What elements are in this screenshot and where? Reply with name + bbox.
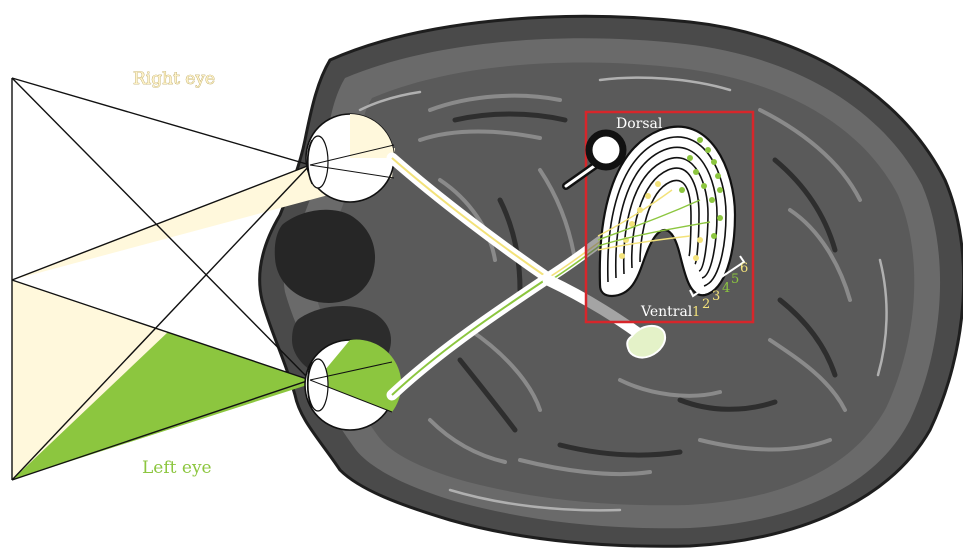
right-eye [306,114,394,202]
layer-number-1: 1 [692,305,700,320]
layer-number-2: 2 [702,297,710,312]
dorsal-label: Dorsal [616,116,663,132]
ventral-label: Ventral [640,304,693,320]
layer-number-3: 3 [712,289,720,304]
right-eye-label: Right eye [133,69,215,89]
layer-number-6: 6 [740,261,748,276]
left-eye-label: Left eye [142,458,212,478]
layer-number-4: 4 [722,281,730,296]
layer-number-5: 5 [731,272,739,287]
